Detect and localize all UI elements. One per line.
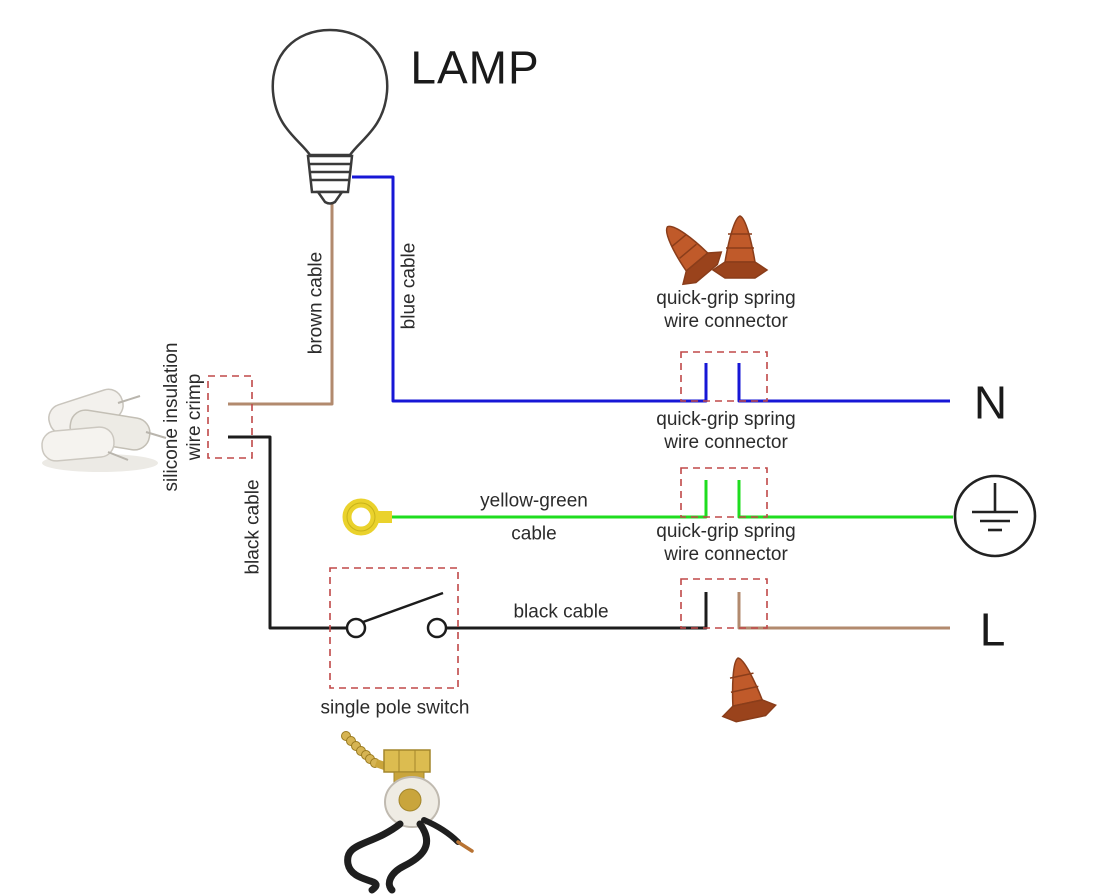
black-cable-vertical-label: black cable [242,479,264,575]
black-cable-left [228,435,347,630]
wire-nut-pair-top [665,215,769,286]
wire-nut-upright [721,657,777,723]
switch-lead-wire [344,820,404,894]
terminal-l-label: L [979,603,1007,656]
bulb-screw-base [306,154,354,194]
switch-lead-wire [421,817,461,845]
switch-lead-wire [385,820,431,894]
connector-outline-1 [680,351,768,402]
green-cable-right [737,480,953,519]
brown-cable-label: brown cable [305,251,327,355]
silicone-crimp-label: silicone insulation wire crimp [160,343,206,492]
connector-label-2-line1: quick-grip spring [656,409,796,430]
brown-cable [228,202,334,406]
bulb-glass [271,28,389,157]
connector-label-1: quick-grip spring wire connector [656,287,795,333]
ball-chain [341,731,380,768]
live-supply-cable [737,592,950,630]
connector-label-1-line2: wire connector [664,311,788,332]
crimp-wire-stub [145,431,167,439]
crimp-wire-stub [117,395,141,404]
connector-label-3-line1: quick-grip spring [656,521,796,542]
yellow-green-cable-label-line2: cable [511,523,557,545]
pull-chain-switch-photo [341,731,474,894]
wires [228,175,953,630]
wire-nut-bottom [721,657,777,723]
silicone-crimp-photo [41,388,167,472]
blue-cable-label: blue cable [398,242,420,330]
wire-nut-upright [711,215,769,279]
ring-terminal-rim [346,502,376,532]
switch-blade [362,591,444,624]
single-pole-switch-label: single pole switch [320,697,470,719]
black-cable-horizontal-label: black cable [513,601,609,623]
connector-outline-2 [680,467,768,518]
silicone-crimp-label-line2: wire crimp [184,373,205,461]
switch-mechanism [398,788,422,812]
ground-symbol [953,474,1037,558]
switch-hex-nut [383,749,431,773]
yellow-green-cable-label-line1: yellow-green [480,490,588,512]
switch-outline [329,567,459,689]
blue-cable-right [737,363,950,403]
dashed-outlines [207,351,768,689]
ring-terminal [342,498,392,536]
stripped-copper-tip [456,840,474,853]
crimp-sleeve [41,426,115,462]
switch-terminal-left [345,617,367,639]
wire-nut-lying [665,225,723,286]
switch-terminal-right [426,617,448,639]
connector-label-2-line2: wire connector [664,432,788,453]
ground-circle [953,474,1037,558]
connector-label-3: quick-grip spring wire connector [656,520,795,566]
wire-crimp-outline [207,375,253,459]
connector-label-3-line2: wire connector [664,544,788,565]
terminal-n-label: N [973,376,1009,429]
bulb-contact-tip [315,190,345,205]
connector-label-2: quick-grip spring wire connector [656,408,795,454]
lamp-bulb-drawing [271,28,389,205]
silicone-crimp-label-line1: silicone insulation [161,342,182,492]
lamp-title: LAMP [410,41,540,94]
crimp-wire-stub [107,451,129,461]
connector-label-1-line1: quick-grip spring [656,288,796,309]
switch-symbol [345,591,448,639]
connector-outline-3 [680,578,768,629]
blue-cable-left [352,175,708,403]
